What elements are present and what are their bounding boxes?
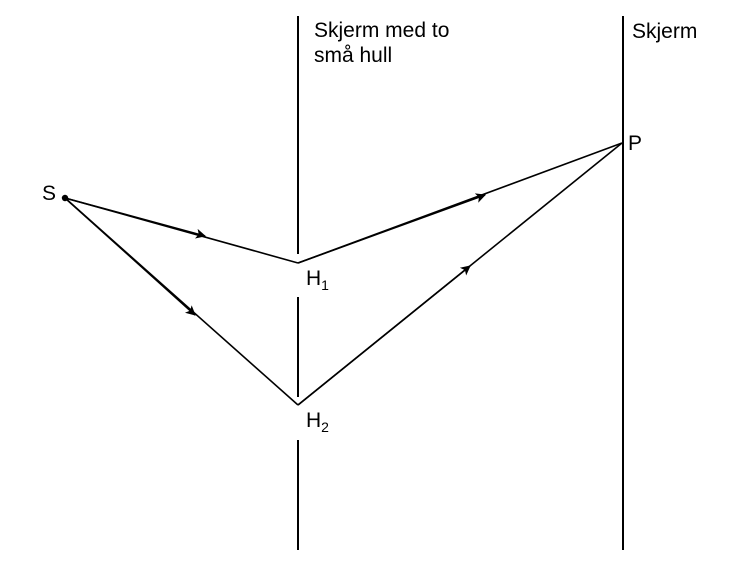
hole-2-label-subscript: 2 (321, 419, 329, 435)
point-p-label: P (628, 132, 643, 155)
ray-paths (64, 142, 623, 406)
screen-with-holes-label: Skjerm med to små hull (314, 18, 449, 68)
hole-2-label: H2 (306, 408, 329, 435)
ray-h2-to-p (297, 142, 623, 406)
ray-h1-to-p (297, 142, 623, 264)
screen-with-holes-label-line1: Skjerm med to (314, 19, 450, 42)
hole-1-label-subscript: 1 (321, 277, 329, 293)
hole-2-label-base: H (306, 409, 322, 432)
screen-label: Skjerm (632, 20, 698, 43)
ray-s-to-h1 (64, 197, 299, 264)
screen-with-holes-label-line2: små hull (314, 44, 393, 67)
hole-1-label-base: H (306, 267, 322, 290)
ray-s-to-h2 (64, 197, 299, 406)
source-label: S (42, 182, 57, 205)
hole-1-label: H1 (306, 266, 329, 293)
